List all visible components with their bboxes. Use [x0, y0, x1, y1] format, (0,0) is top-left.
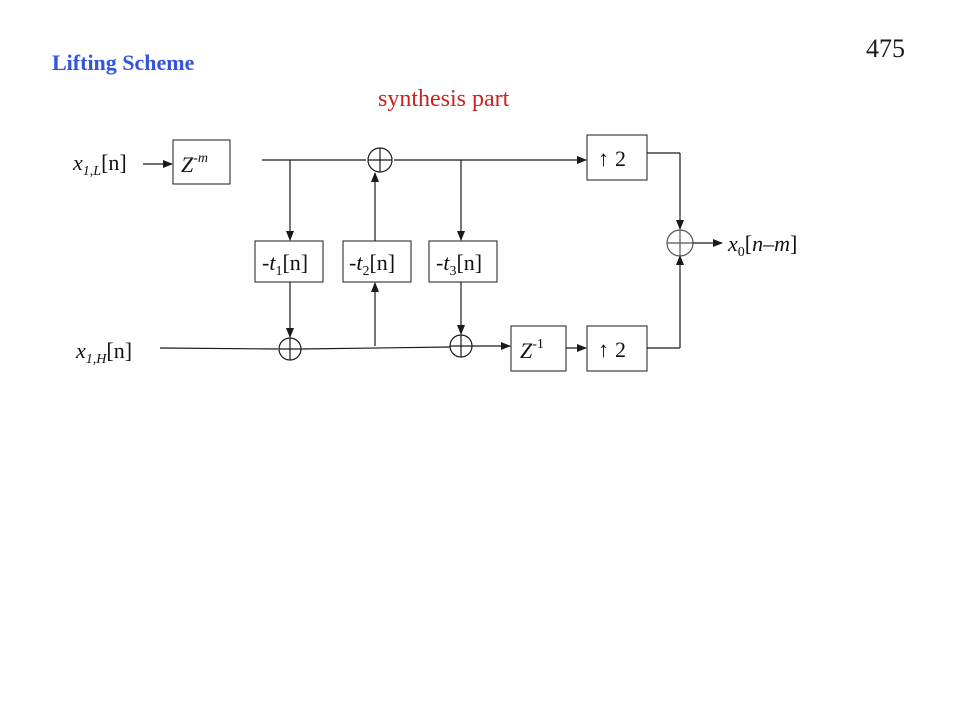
lift2-box — [342, 240, 412, 283]
input-high-label: x1,H[n] — [75, 338, 132, 367]
delay-low-box — [172, 139, 231, 185]
upsample-top-box — [586, 134, 648, 181]
sum-node-top — [367, 147, 393, 173]
diagram-subtitle: synthesis part — [378, 86, 510, 112]
sum-node-bottom-1 — [278, 337, 302, 361]
delay-high-label: Z-1 — [520, 337, 544, 363]
slide-title: Lifting Scheme — [52, 50, 195, 75]
output-label: x0[n–m] — [727, 231, 797, 260]
input-low-label: x1,L[n] — [72, 150, 127, 179]
lift3-box — [428, 240, 498, 283]
lift2-label: -t2[n] — [349, 250, 395, 279]
upsample-top-label: ↑2 — [598, 146, 626, 171]
upsample-bottom-label: ↑2 — [598, 337, 626, 362]
delay-low-label: Z-m — [181, 151, 208, 177]
sum-node-bottom-2 — [449, 334, 473, 358]
upsample-bottom-box — [586, 325, 648, 372]
lift1-box — [254, 240, 324, 283]
lift1-label: -t1[n] — [262, 250, 308, 279]
lift3-label: -t3[n] — [436, 250, 482, 279]
input-high-line — [159, 347, 279, 350]
page-number: 475 — [866, 34, 905, 63]
bottom-line-mid — [300, 346, 451, 350]
sum-node-output — [666, 229, 694, 257]
